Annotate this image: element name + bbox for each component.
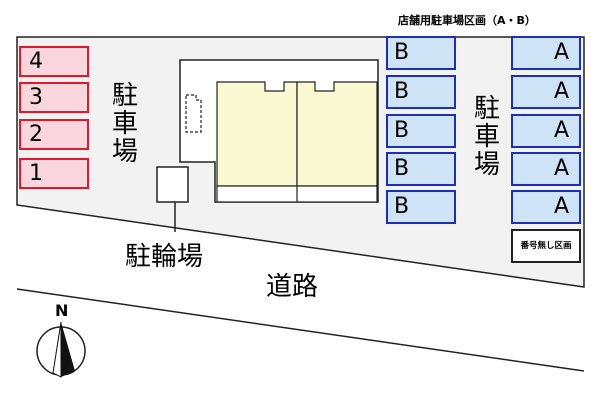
parking-slot-a-4: A xyxy=(511,152,581,186)
parking-slot-1: 1 xyxy=(19,158,89,189)
parking-slot-b-3: B xyxy=(386,114,456,148)
bicycle-parking-box xyxy=(156,166,189,203)
north-label: N xyxy=(55,301,69,320)
page-title: 店舗用駐車場区画（A・B） xyxy=(398,14,536,27)
parking-slot-a-3: A xyxy=(511,114,581,148)
parking-slot-3: 3 xyxy=(19,82,89,113)
parking-slot-b-5: B xyxy=(386,190,456,224)
parking-slot-a-5: A xyxy=(511,190,581,224)
parking-slot-a-1: A xyxy=(511,36,581,70)
right-parking-label: 駐 車 場 xyxy=(473,94,500,180)
building-unit-left xyxy=(216,81,298,187)
parking-slot-b-4: B xyxy=(386,152,456,186)
unnumbered-slot: 番号無し区画 xyxy=(511,229,581,263)
parking-slot-b-1: B xyxy=(386,36,456,70)
left-parking-label: 駐 車 場 xyxy=(111,81,138,167)
parking-slot-4: 4 xyxy=(19,46,89,77)
building-unit-right xyxy=(296,81,378,187)
dashed-outline xyxy=(185,94,202,133)
parking-slot-2: 2 xyxy=(19,119,89,150)
parking-slot-b-2: B xyxy=(386,75,456,109)
parking-slot-a-2: A xyxy=(511,75,581,109)
compass-needle-dark xyxy=(61,322,75,377)
compass-needle-light xyxy=(52,321,62,378)
road-label: 道路 xyxy=(266,272,319,302)
road-edge-line xyxy=(16,288,585,372)
bicycle-parking-label: 駐輪場 xyxy=(125,242,204,272)
